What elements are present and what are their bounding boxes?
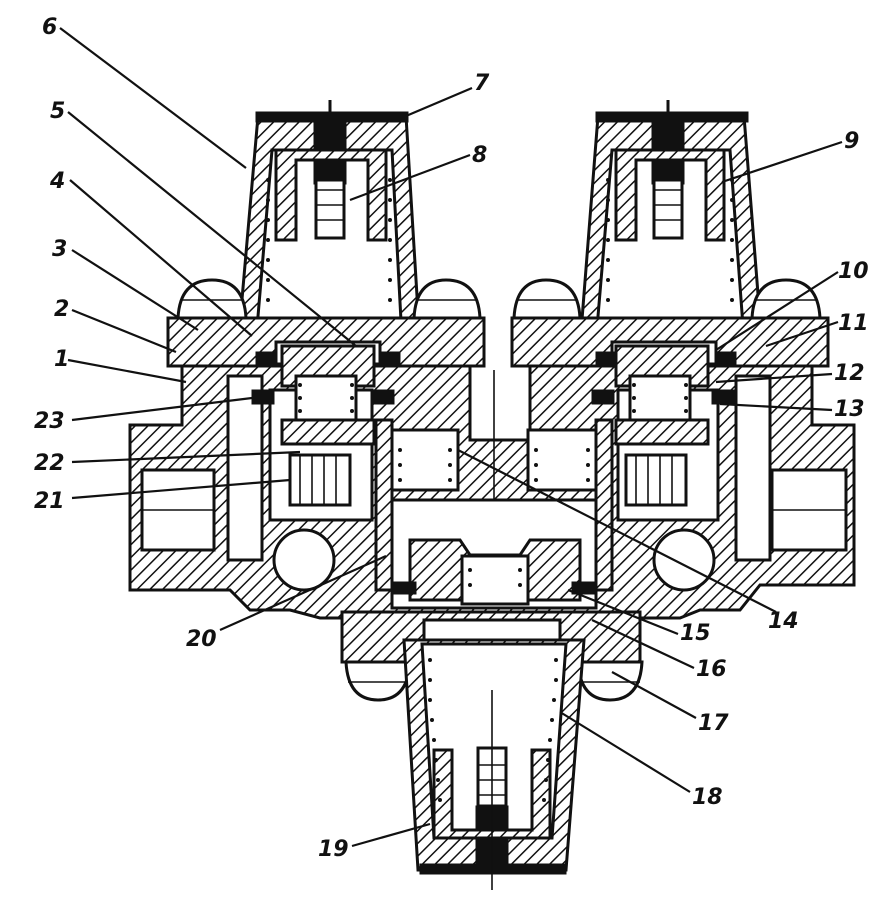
center-piston-assembly [374, 370, 614, 606]
leader-14 [457, 449, 777, 613]
left-valve-assembly [251, 344, 395, 507]
leader-16 [591, 619, 695, 669]
callout-3: 3 [52, 237, 67, 262]
leader-13 [719, 402, 833, 412]
leader-2 [71, 308, 177, 354]
callout-10: 10 [838, 259, 869, 284]
callout-12: 12 [834, 361, 865, 386]
right-spring-cap [578, 100, 764, 347]
leader-19 [351, 822, 431, 848]
leader-lines [59, 27, 843, 848]
leader-10 [715, 271, 839, 351]
leader-5 [67, 111, 357, 347]
callout-4: 4 [49, 169, 65, 194]
callout-labels: 6 5 4 3 2 1 23 22 21 20 7 8 9 10 11 12 1… [34, 15, 869, 862]
callout-15: 15 [680, 621, 711, 646]
callout-5: 5 [50, 99, 65, 124]
leader-21 [71, 478, 291, 500]
callout-17: 17 [698, 711, 729, 736]
leader-22 [71, 450, 301, 464]
right-valve-assembly [591, 344, 735, 507]
left-valve-spring [298, 383, 354, 413]
upper-flanges [166, 278, 830, 368]
center-springs [398, 448, 590, 482]
leader-8 [349, 153, 471, 202]
callout-7: 7 [474, 71, 490, 96]
leader-20 [219, 554, 387, 632]
leader-6 [59, 27, 247, 169]
callout-8: 8 [472, 143, 487, 168]
leader-18 [559, 711, 691, 793]
leader-15 [567, 588, 679, 636]
left-upper-spring [266, 178, 392, 322]
callout-13: 13 [834, 397, 865, 422]
leader-11 [765, 320, 839, 348]
callout-22: 22 [34, 451, 65, 476]
callout-2: 2 [54, 297, 69, 322]
callout-11: 11 [838, 311, 869, 336]
leader-7 [405, 86, 473, 118]
callout-1: 1 [54, 347, 69, 372]
leader-9 [721, 140, 843, 184]
leader-23 [71, 396, 253, 422]
callout-19: 19 [318, 837, 349, 862]
lower-spring [428, 658, 558, 802]
callout-21: 21 [34, 489, 65, 514]
left-adjust-screw [274, 148, 388, 242]
callout-14: 14 [768, 609, 799, 634]
left-spring-cap [236, 100, 422, 347]
leader-4 [69, 179, 253, 337]
callout-23: 23 [34, 409, 65, 434]
leader-12 [715, 372, 833, 384]
right-valve-spring [632, 383, 688, 413]
leader-1 [67, 358, 187, 384]
callout-9: 9 [844, 129, 859, 154]
callout-6: 6 [42, 15, 57, 40]
right-adjust-screw [614, 148, 726, 242]
leader-3 [71, 249, 199, 331]
lower-spring-cap [340, 610, 644, 890]
callout-16: 16 [696, 657, 727, 682]
callout-18: 18 [692, 785, 723, 810]
callout-20: 20 [186, 627, 217, 652]
leader-17 [611, 671, 697, 719]
